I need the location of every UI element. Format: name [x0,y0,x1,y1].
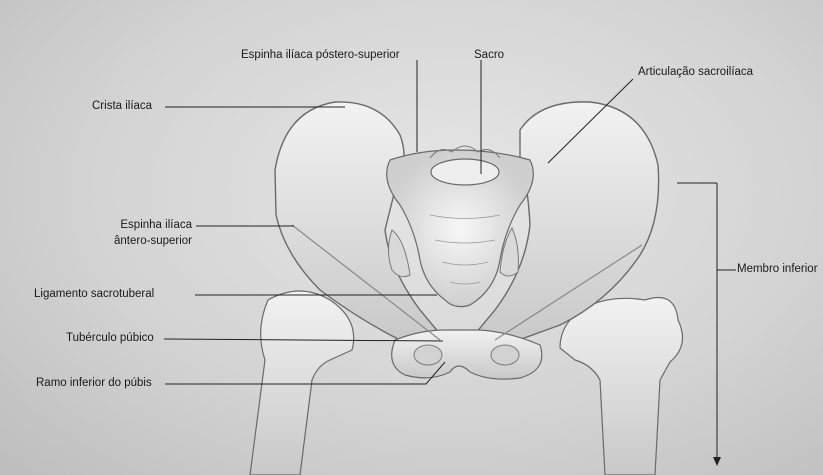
label-membro-inferior: Membro inferior [737,263,818,276]
right-femur [560,298,683,475]
label-sacro: Sacro [474,49,504,62]
label-tuberculo-pubico: Tubérculo púbico [66,332,154,345]
label-crista-iliaca: Crista ilíaca [92,100,152,113]
label-espinha-posterior: Espinha ilíaca póstero-superior [241,49,400,62]
label-espinha-anterior-1: Espinha ilíaca [80,219,192,232]
label-ligamento-sacrotuberal: Ligamento sacrotuberal [34,288,154,301]
label-ramo-inferior-pubis: Ramo inferior do púbis [36,377,152,390]
sacral-promontory [431,159,499,185]
label-espinha-anterior-2: ântero-superior [70,235,192,248]
left-femur [250,291,354,475]
label-articulacao-sacroiliaca: Articulação sacroilíaca [638,66,753,79]
